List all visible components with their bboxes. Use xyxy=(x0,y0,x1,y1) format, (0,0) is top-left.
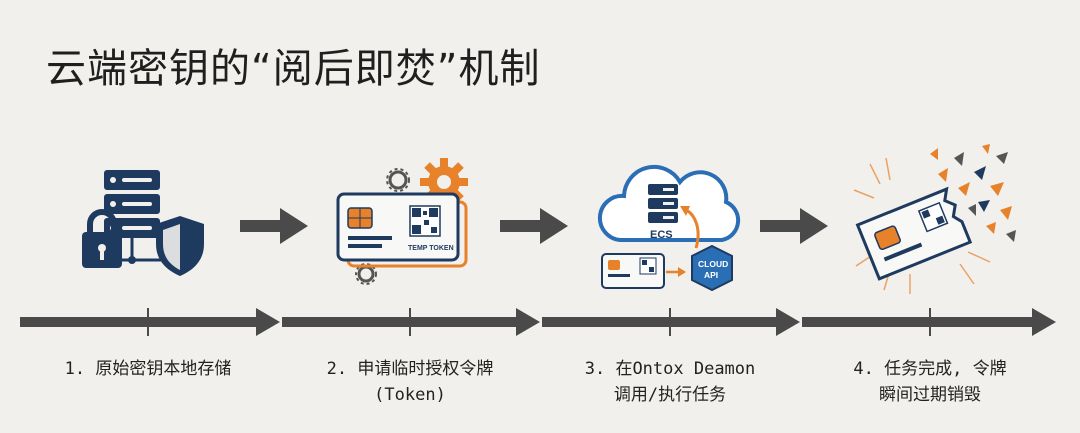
flow-arrow-2 xyxy=(500,208,568,244)
small-gear-icon xyxy=(386,168,410,192)
ecs-server-icon xyxy=(648,184,678,223)
flow-arrow-3 xyxy=(760,208,828,244)
qr-code-icon xyxy=(409,205,441,237)
card-chip-icon xyxy=(874,225,901,251)
step-2-line2: (Token) xyxy=(374,385,446,405)
ecs-label: ECS xyxy=(650,229,673,241)
step-1-label: 1. 原始密钥本地存储 xyxy=(28,356,268,382)
cloud-api-line2: API xyxy=(704,270,718,280)
shards xyxy=(930,144,1016,242)
small-token-card xyxy=(601,253,665,289)
step-4-line2: 瞬间过期销毁 xyxy=(879,385,981,405)
step-3-line1: 3. 在Ontox Deamon xyxy=(584,359,756,379)
cloud-api-line1: CLOUD xyxy=(698,259,728,269)
timeline-segment-2 xyxy=(282,317,520,327)
step-4-label: 4. 任务完成, 令牌 瞬间过期销毁 xyxy=(810,356,1050,408)
timeline xyxy=(20,308,1056,336)
shattering-card-icon xyxy=(853,144,1016,294)
step-2-label: 2. 申请临时授权令牌 (Token) xyxy=(290,356,530,408)
cloud-api-badge xyxy=(691,244,733,292)
step-3-line2: 调用/执行任务 xyxy=(613,385,727,405)
step-4-line1: 4. 任务完成, 令牌 xyxy=(853,359,1007,379)
step-3-label: 3. 在Ontox Deamon 调用/执行任务 xyxy=(550,356,790,408)
flow-arrow-1 xyxy=(240,208,308,244)
token-card-text: TEMP TOKEN xyxy=(408,245,454,252)
timeline-segment-3 xyxy=(542,317,780,327)
gear-icon xyxy=(420,158,468,206)
page-title: 云端密钥的“阅后即焚”机制 xyxy=(46,46,541,92)
step-2-line1: 2. 申请临时授权令牌 xyxy=(326,359,494,379)
server-lock-shield-icon xyxy=(82,170,204,276)
padlock-icon xyxy=(82,209,122,268)
cloud-ecs-api-icon: ECS CLOUD API xyxy=(597,164,741,292)
step-1-line1: 1. 原始密钥本地存储 xyxy=(64,359,232,379)
temp-token-card-gears-icon: TEMP TOKEN xyxy=(336,158,468,285)
shield-icon xyxy=(156,216,204,276)
timeline-segment-1 xyxy=(20,317,260,327)
timeline-segment-4 xyxy=(802,317,1036,327)
